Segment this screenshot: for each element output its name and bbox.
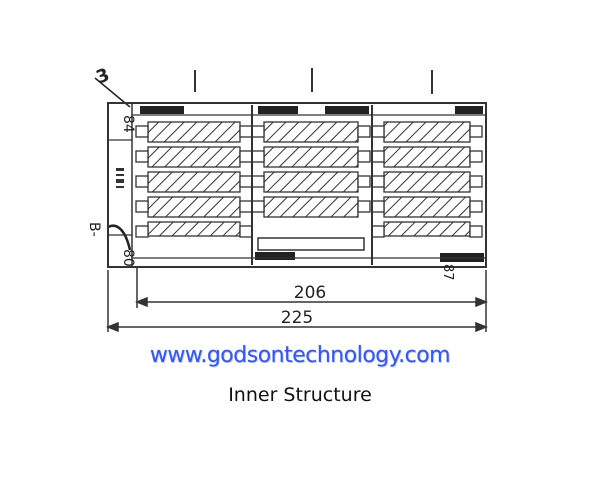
bottom-strip: [132, 237, 486, 262]
dimension-outer: 225: [281, 308, 313, 328]
top-strip: [132, 106, 486, 116]
right-label: 87: [440, 264, 455, 281]
website-watermark: www.godsontechnology.com: [149, 343, 451, 368]
cell-dividers: [251, 105, 373, 265]
left-chinese-mark: [116, 168, 124, 188]
top-label: 84: [120, 115, 136, 133]
outer-frame: [107, 102, 487, 268]
leader-label: 3: [93, 64, 112, 88]
bottom-label: 80: [120, 249, 136, 267]
hatched-cell-grid: [135, 121, 483, 238]
top-tick-marks: [194, 68, 433, 94]
side-label: B-: [86, 222, 102, 237]
side-curve: [107, 224, 132, 251]
caption: Inner Structure: [228, 384, 372, 406]
dimension-inner: 206: [294, 283, 326, 303]
dimension-lines: [105, 268, 489, 333]
